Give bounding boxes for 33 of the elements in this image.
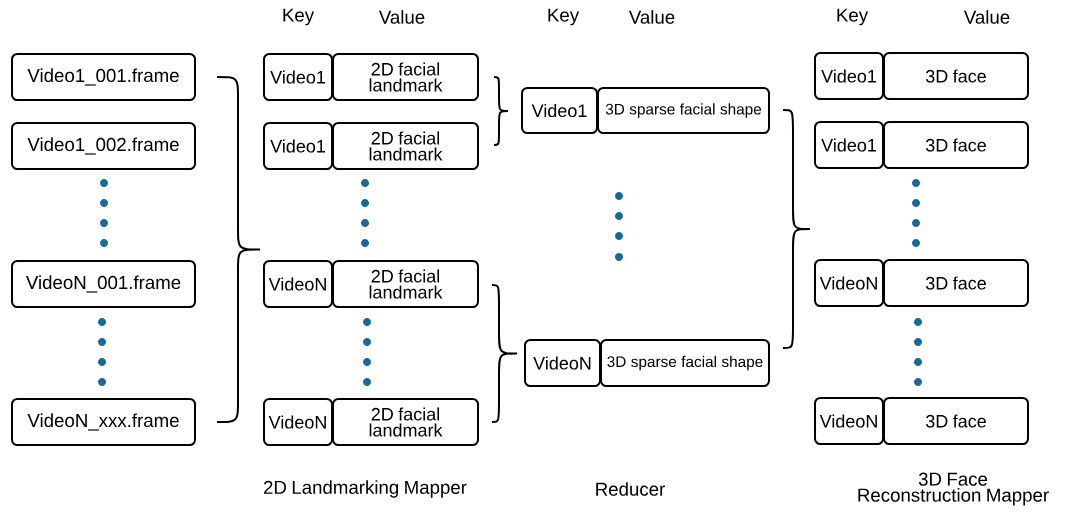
frame-box: Video1_001.frame <box>11 53 196 101</box>
value-box: 3D face <box>883 259 1029 307</box>
value-box: 2D facial landmark <box>332 398 479 446</box>
column-header: Key <box>837 8 869 26</box>
value-box: 3D sparse facial shape <box>597 87 770 134</box>
value-box: 3D face <box>883 121 1029 169</box>
key-box: VideoN <box>814 397 884 445</box>
value-box: 3D sparse facial shape <box>600 339 770 387</box>
column-header: Value <box>963 10 1010 24</box>
key-box: VideoN <box>524 339 601 387</box>
value-box: 2D facial landmark <box>332 53 479 101</box>
value-box: 2D facial landmark <box>332 122 479 170</box>
stage-label: Reducer <box>596 482 665 496</box>
frame-box: VideoN_001.frame <box>11 260 196 308</box>
key-box: VideoN <box>814 259 884 307</box>
stage-label: 3D Face Reconstruction Mapper <box>858 472 1049 506</box>
stage-label: 2D Landmarking Mapper <box>263 480 467 498</box>
key-box: VideoN <box>263 260 333 308</box>
key-box: Video1 <box>814 52 884 100</box>
key-box: VideoN <box>263 398 333 446</box>
column-header: Key <box>283 8 315 26</box>
key-box: Video1 <box>521 87 598 134</box>
column-header: Value <box>628 10 675 24</box>
value-box: 3D face <box>883 397 1029 445</box>
column-header: Value <box>378 10 425 24</box>
key-box: Video1 <box>814 121 884 169</box>
frame-box: VideoN_xxx.frame <box>11 398 196 446</box>
key-box: Video1 <box>263 53 333 101</box>
value-box: 2D facial landmark <box>332 260 479 308</box>
frame-box: Video1_002.frame <box>11 122 196 170</box>
column-header: Key <box>548 8 580 26</box>
value-box: 3D face <box>883 52 1029 100</box>
key-box: Video1 <box>263 122 333 170</box>
